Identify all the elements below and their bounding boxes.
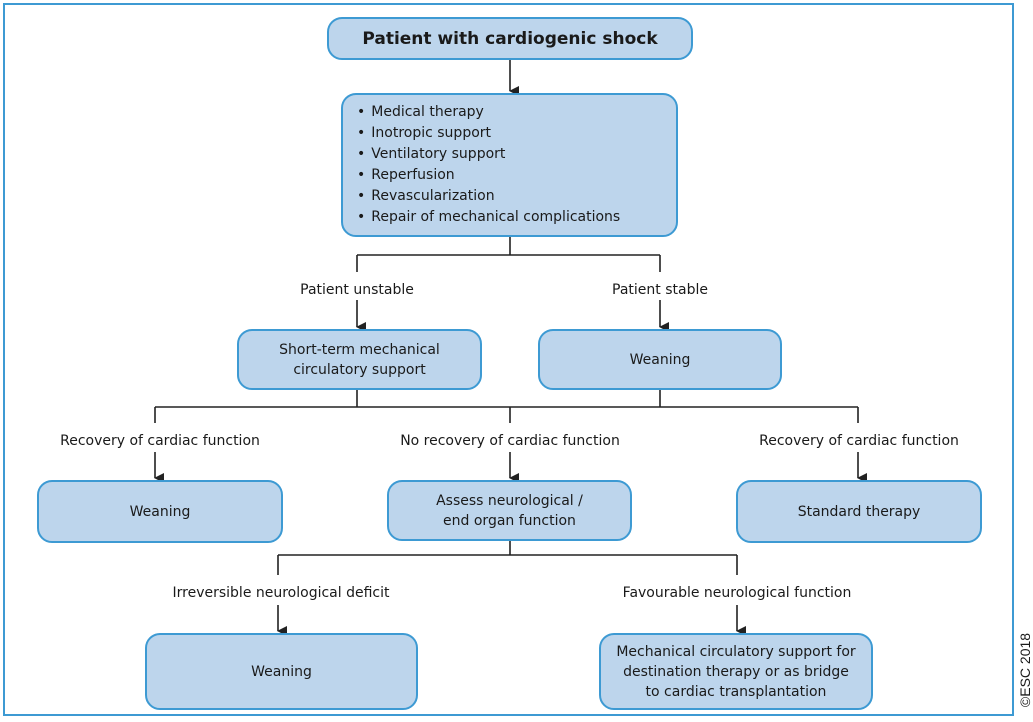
label-patient-unstable: Patient unstable <box>300 282 414 298</box>
initial-treatment-node: Medical therapy Inotropic support Ventil… <box>341 93 678 237</box>
label-patient-stable: Patient stable <box>612 282 708 298</box>
standard-therapy-label: Standard therapy <box>797 503 921 520</box>
weaning-deficit-label: Weaning <box>251 663 312 680</box>
diagram-frame <box>3 3 1014 716</box>
label-recovery-right: Recovery of cardiac function <box>759 433 959 449</box>
weaning-deficit-node: Weaning <box>145 633 418 710</box>
copyright-text: ©ESC 2018 <box>1017 632 1033 708</box>
initial-treatment-list: Medical therapy Inotropic support Ventil… <box>357 102 620 228</box>
mcs-destination-node: Mechanical circulatory support for desti… <box>599 633 873 710</box>
treatment-item: Repair of mechanical complications <box>357 207 620 228</box>
label-irreversible-deficit: Irreversible neurological deficit <box>172 585 390 601</box>
short-term-mcs-node: Short-term mechanical circulatory suppor… <box>237 329 482 390</box>
weaning-stable-label: Weaning <box>629 351 691 368</box>
mcs-destination-label: Mechanical circulatory support for desti… <box>616 643 856 700</box>
treatment-item: Revascularization <box>357 186 620 207</box>
assess-neurological-label: Assess neurological / end organ function <box>436 492 583 529</box>
standard-therapy-node: Standard therapy <box>736 480 982 543</box>
assess-neurological-node: Assess neurological / end organ function <box>387 480 632 541</box>
short-term-mcs-label: Short-term mechanical circulatory suppor… <box>279 341 440 378</box>
label-recovery-left: Recovery of cardiac function <box>60 433 260 449</box>
treatment-item: Medical therapy <box>357 102 620 123</box>
weaning-stable-node: Weaning <box>538 329 782 390</box>
label-no-recovery: No recovery of cardiac function <box>400 433 620 449</box>
copyright-watermark: ©ESC 2018 <box>1017 620 1033 720</box>
root-node-cardiogenic-shock: Patient with cardiogenic shock <box>327 17 693 60</box>
treatment-item: Inotropic support <box>357 123 620 144</box>
weaning-recovery-node: Weaning <box>37 480 283 543</box>
weaning-recovery-label: Weaning <box>129 503 191 520</box>
treatment-item: Reperfusion <box>357 165 620 186</box>
label-favourable-function: Favourable neurological function <box>622 585 852 601</box>
treatment-item: Ventilatory support <box>357 144 620 165</box>
root-node-label: Patient with cardiogenic shock <box>362 28 658 49</box>
